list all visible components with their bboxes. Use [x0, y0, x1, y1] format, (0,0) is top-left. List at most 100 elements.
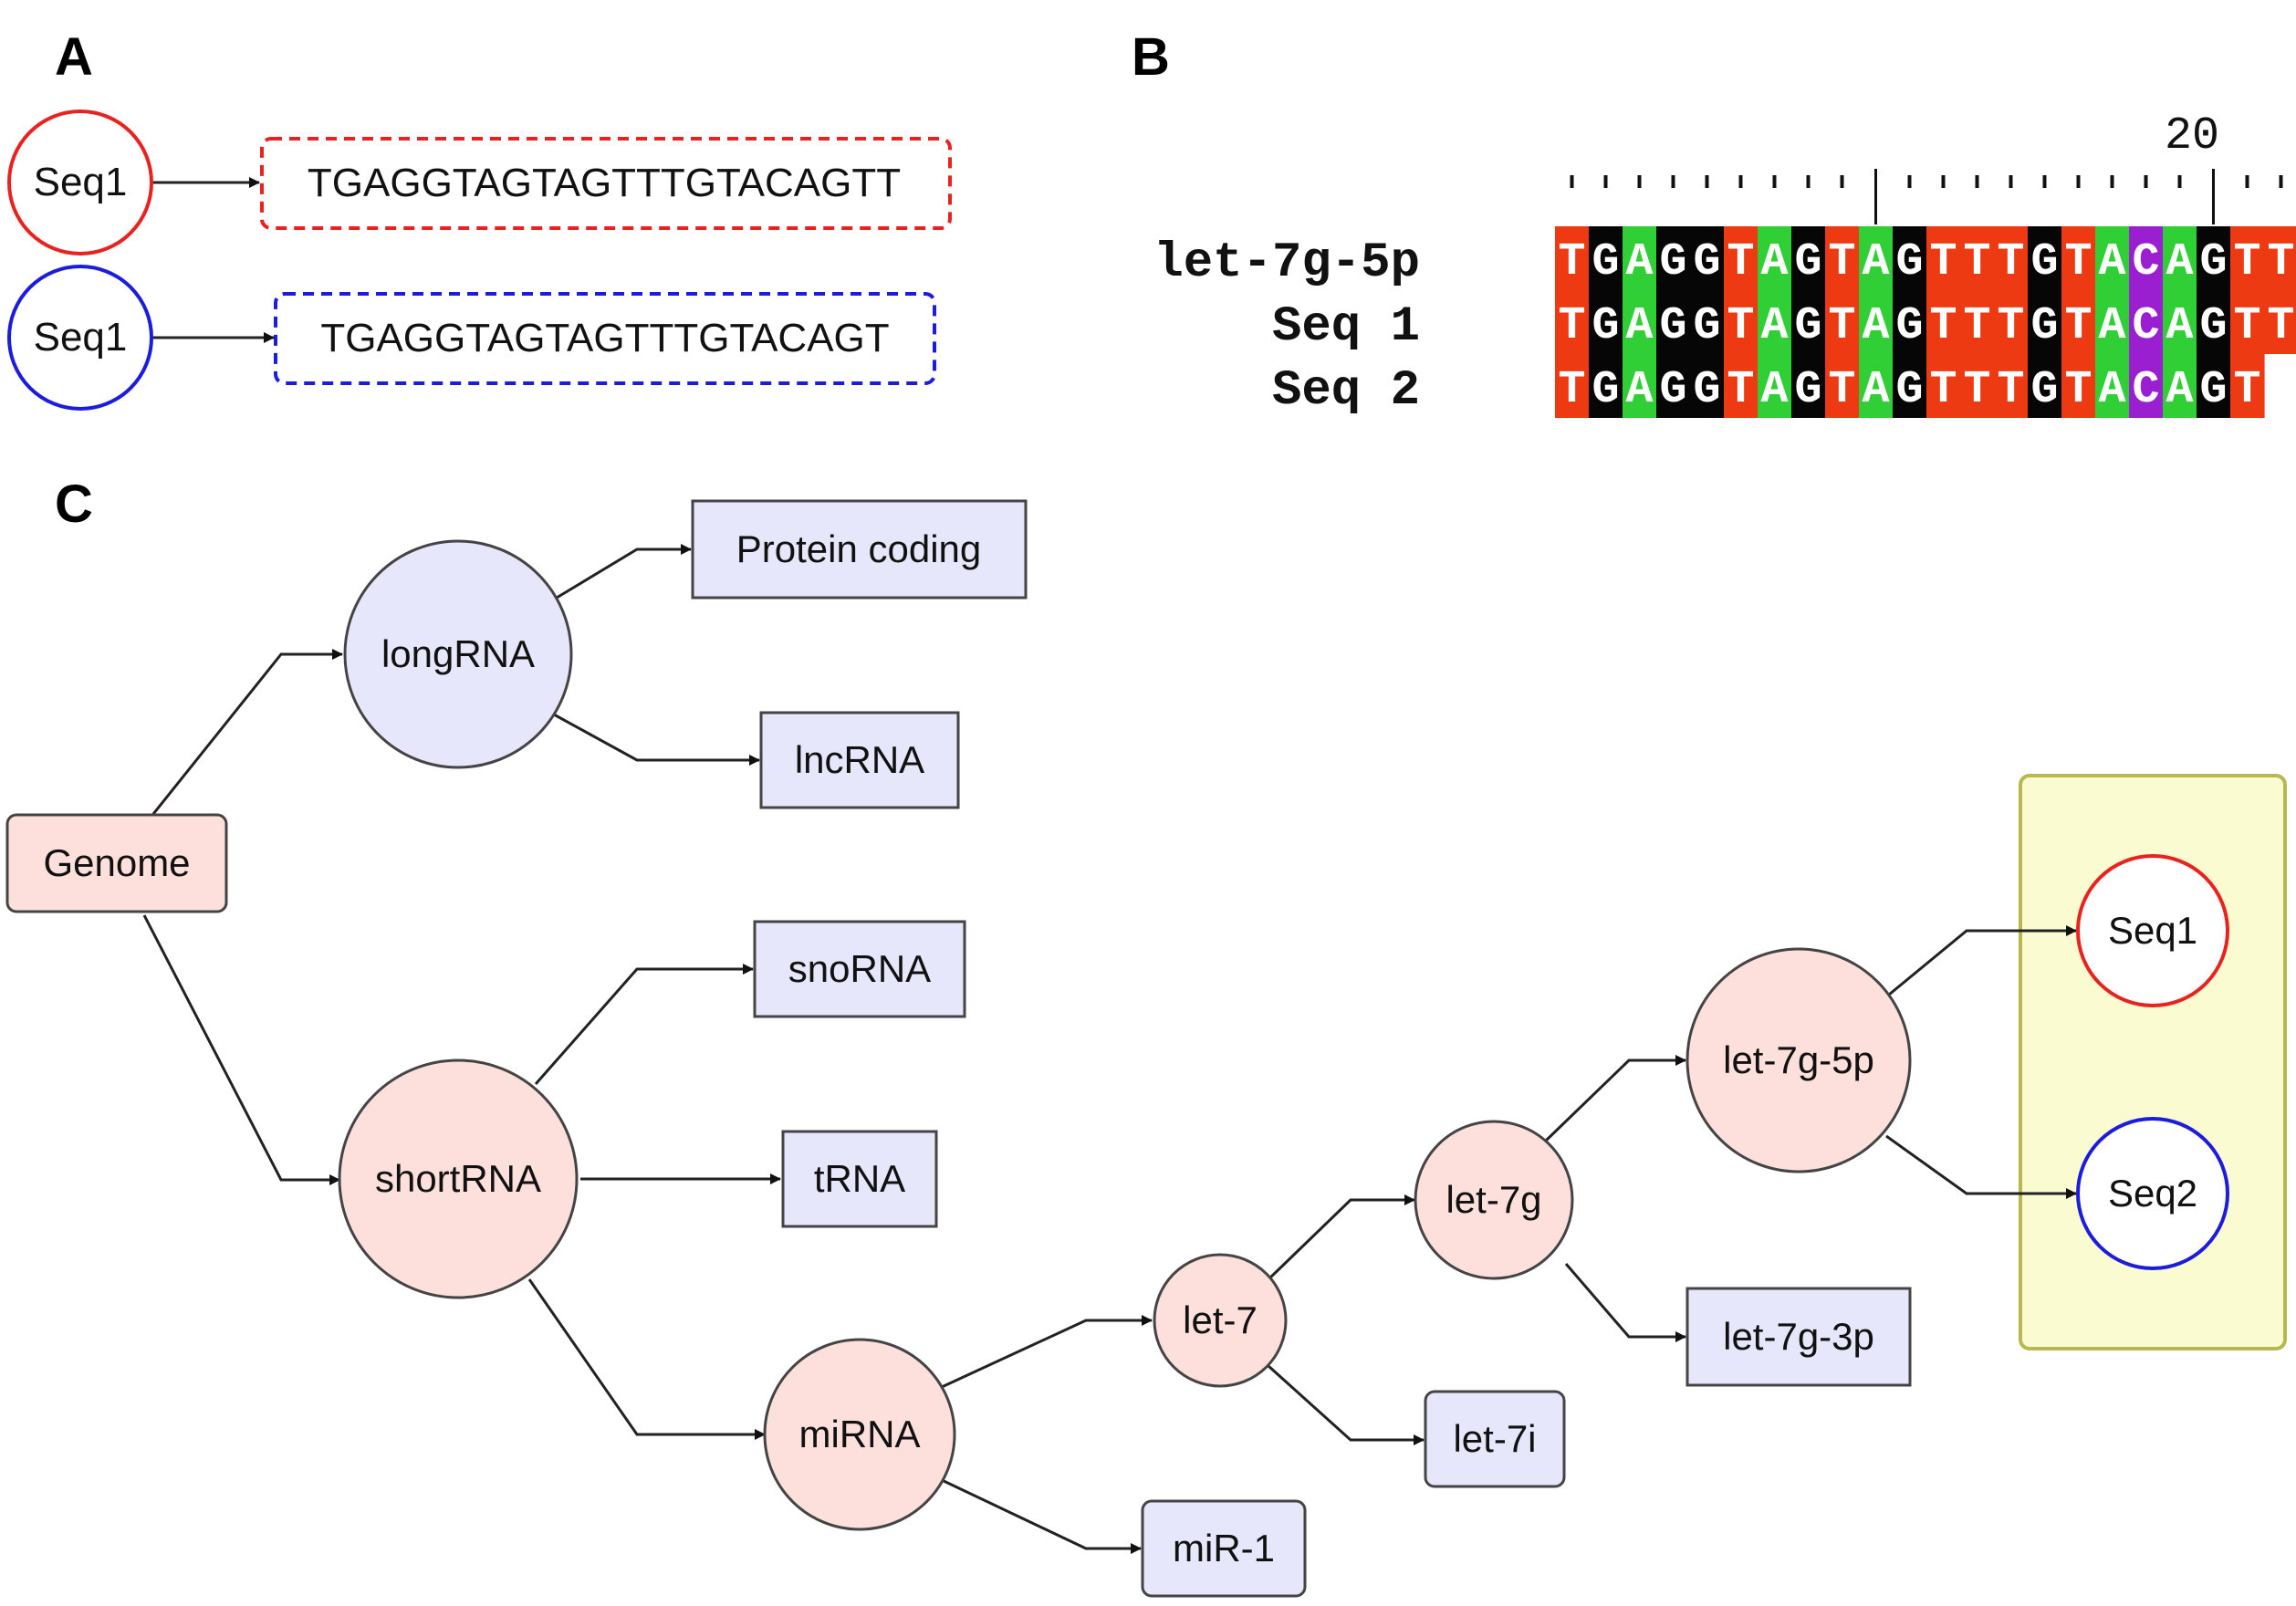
base-cell [1724, 290, 1759, 354]
seq1-red-label: Seq1 [34, 160, 128, 204]
panel-label-a: A [55, 27, 93, 87]
base-cell [1555, 290, 1590, 354]
base-cell [1825, 354, 1860, 418]
base-letter: T [1997, 364, 2024, 416]
base-cell [1589, 290, 1623, 354]
base-letter: A [2098, 364, 2125, 416]
base-letter: T [1828, 364, 1855, 416]
base-letter: T [2267, 236, 2294, 288]
panel-c: C Genome longRNA [5, 474, 2287, 1598]
base-letter: G [1794, 300, 1821, 352]
base-cell [1656, 226, 1691, 290]
base-letter: A [1862, 300, 1889, 352]
base-cell [2163, 290, 2197, 354]
seq1-blue-label: Seq1 [34, 315, 128, 360]
edge-longrna-protein-coding [556, 544, 692, 600]
base-letter: G [1592, 364, 1619, 416]
edge-let-7g-5p-seq1 [1888, 925, 2077, 996]
base-letter: T [1558, 236, 1585, 288]
base-cell [1589, 226, 1623, 290]
mirna-label: miRNA [799, 1413, 921, 1455]
let-7g-5p-node [1685, 947, 1912, 1173]
base-cell [1623, 354, 1657, 418]
lncrna-node [759, 711, 960, 809]
tree-nodes: Genome longRNA Protein coding lncRNA sho… [5, 499, 2229, 1598]
trna-node [781, 1130, 938, 1228]
base-letter: T [2064, 300, 2092, 352]
base-cell [1960, 354, 1995, 418]
base-letter: T [1558, 364, 1585, 416]
base-cell [1555, 354, 1590, 418]
base-cell [1825, 226, 1860, 290]
ruler-label: 20 [2165, 110, 2219, 162]
base-letter: A [2166, 300, 2193, 352]
base-cell [1859, 290, 1894, 354]
base-letter: A [1625, 364, 1653, 416]
base-cell [1589, 354, 1623, 418]
base-letter: T [1963, 300, 1990, 352]
panel-label-b: B [1132, 27, 1170, 87]
seq1-label: Seq1 [2108, 909, 2197, 952]
base-letter: T [2233, 364, 2260, 416]
base-cell [1926, 354, 1961, 418]
let-7-label: let-7 [1183, 1298, 1258, 1341]
alignment-ruler [1570, 169, 2283, 224]
lncrna-label: lncRNA [795, 738, 924, 781]
let-7i-label: let-7i [1453, 1417, 1536, 1460]
genome-label: Genome [43, 841, 190, 884]
edge-let-7g-5p-seq2 [1885, 1134, 2077, 1199]
base-cell [2028, 354, 2062, 418]
base-letter: T [2233, 236, 2260, 288]
let-7i-node [1424, 1390, 1566, 1488]
base-letter: A [2166, 364, 2193, 416]
base-letter: T [1929, 236, 1957, 288]
row-label-seq-1: Seq 1 [1272, 299, 1420, 355]
mir-1-label: miR-1 [1173, 1527, 1275, 1570]
base-cell [1994, 290, 2029, 354]
sequence-box-red [260, 137, 952, 230]
base-cell [2230, 290, 2265, 354]
base-cell [1758, 290, 1792, 354]
base-letter: A [1760, 364, 1788, 416]
longrna-label: longRNA [381, 632, 535, 675]
edge-let-7g-let-7g-3p [1564, 1263, 1686, 1342]
base-letter: G [1659, 236, 1686, 288]
snorna-node [753, 920, 966, 1018]
base-cell [1994, 354, 2029, 418]
base-cell [1656, 354, 1691, 418]
base-letter: A [1625, 300, 1653, 352]
base-cell [1791, 226, 1826, 290]
base-letter: G [1794, 236, 1821, 288]
base-cell [2230, 354, 2265, 418]
let-7g-3p-label: let-7g-3p [1723, 1315, 1874, 1358]
edge-let-7-let-7i [1267, 1364, 1425, 1445]
edge-mirna-mir-1 [941, 1478, 1142, 1554]
base-letter: C [2132, 364, 2159, 416]
base-letter: T [1558, 300, 1585, 352]
base-cell [2095, 226, 2130, 290]
base-letter: T [2267, 300, 2294, 352]
edge-genome-shortrna [142, 914, 340, 1185]
base-letter: A [2166, 236, 2193, 288]
panel-a: A Seq1 TGAGGTAGTAGTTTGTACAGTT Seq1 TGAGG… [7, 27, 952, 411]
base-letter: A [1862, 364, 1889, 416]
edge-let-7-let-7g [1267, 1194, 1415, 1281]
row-label-let-7g-5p: let-7g-5p [1153, 235, 1420, 291]
base-cell [1859, 354, 1894, 418]
longrna-node [343, 539, 573, 769]
base-letter: T [1963, 364, 1990, 416]
base-cell [1690, 354, 1725, 418]
base-letter: T [1727, 236, 1754, 288]
base-cell [1960, 226, 1995, 290]
base-cell [2197, 354, 2231, 418]
shortrna-label: shortRNA [375, 1157, 541, 1200]
base-letter: T [1929, 300, 1957, 352]
base-letter: A [1862, 236, 1889, 288]
base-cell [2061, 226, 2096, 290]
base-cell [2129, 290, 2164, 354]
base-letter: G [1693, 364, 1720, 416]
base-letter: C [2132, 300, 2159, 352]
base-cell [1623, 226, 1657, 290]
base-letter: G [1794, 364, 1821, 416]
